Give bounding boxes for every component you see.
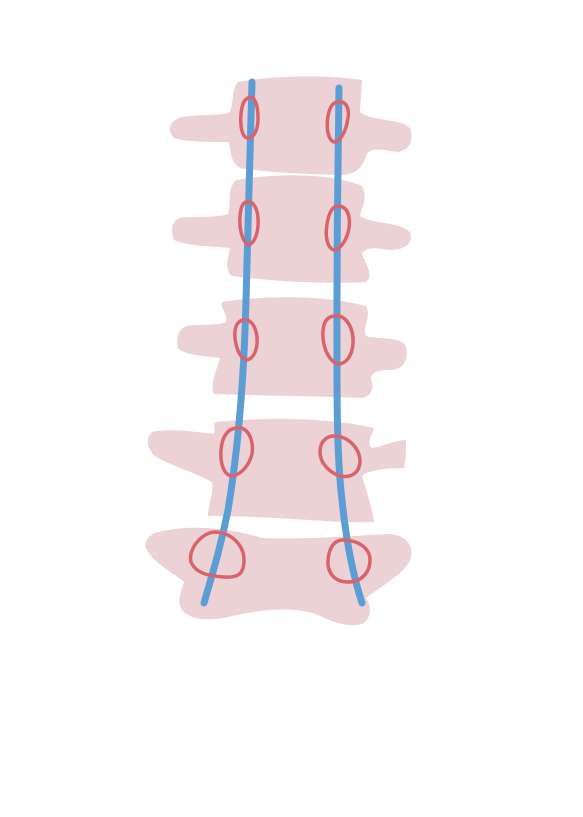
vertebra-5 bbox=[145, 527, 412, 626]
left-line bbox=[200, 78, 256, 607]
pedicle-right-5 bbox=[326, 538, 372, 584]
pedicle-left-5 bbox=[188, 530, 246, 579]
pedicle-right-2 bbox=[324, 204, 352, 252]
pedicle-right-4 bbox=[318, 434, 362, 479]
pedicle-left-3 bbox=[233, 318, 259, 362]
pedicle-right-1 bbox=[325, 99, 351, 144]
pedicle-left-2 bbox=[238, 200, 260, 247]
vertebra-1 bbox=[169, 76, 412, 175]
guide-lines-group bbox=[200, 78, 366, 607]
vertebra-2 bbox=[172, 175, 411, 283]
pedicle-left-1 bbox=[239, 95, 260, 140]
pedicle-left-4 bbox=[219, 426, 255, 478]
right-line bbox=[333, 84, 366, 607]
pedicles-group bbox=[188, 95, 372, 584]
pedicle-right-3 bbox=[321, 314, 355, 366]
